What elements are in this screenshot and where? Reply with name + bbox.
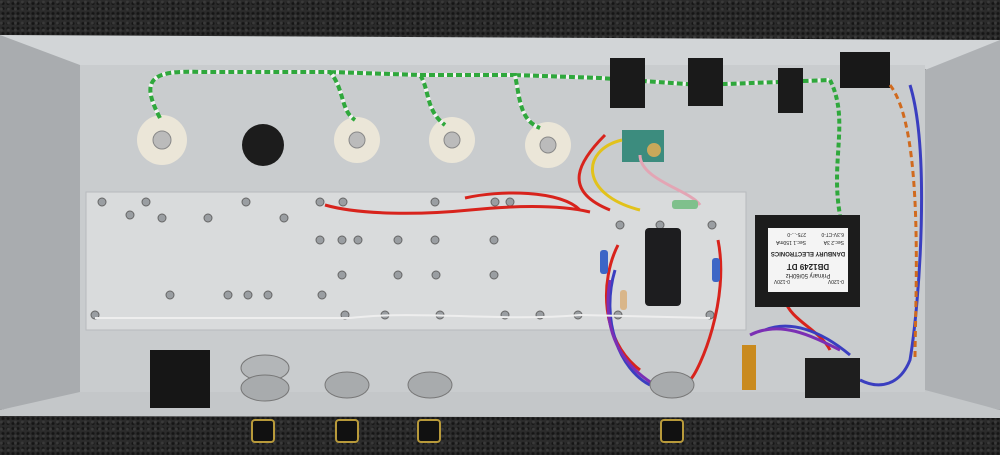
transformer-tap-right: 0-120V xyxy=(773,278,790,284)
transformer-sec1-label: Sec.1 150mA xyxy=(775,239,806,245)
input-jack xyxy=(688,58,723,106)
empty-socket-hole xyxy=(242,124,284,166)
ground-bus-wire xyxy=(95,313,711,319)
filter-capacitor xyxy=(645,228,681,306)
chassis-wall-top xyxy=(0,35,1000,70)
wire-purple xyxy=(606,279,841,387)
regulator-pot xyxy=(647,143,661,157)
tube-socket xyxy=(429,117,475,163)
transformer-brand-label: DANBURY ELECTRONICS xyxy=(771,250,845,256)
potentiometer xyxy=(407,371,453,399)
transformer-sec2-voltage: 6.3V-CT-0 xyxy=(821,231,844,237)
potentiometer xyxy=(324,371,370,399)
tube-socket xyxy=(525,122,571,168)
output-transformer xyxy=(805,358,860,398)
transformer-tap-left: 0-120V xyxy=(827,278,844,284)
turret-board xyxy=(85,191,747,331)
resistor xyxy=(620,290,627,310)
transformer-primary-label: Primary 50/60Hz xyxy=(786,272,831,278)
fuse-holder xyxy=(778,68,803,113)
iec-power-inlet xyxy=(840,52,890,88)
tube-socket xyxy=(137,115,187,165)
transformer-sec2-label: Sec.2 3A xyxy=(823,239,844,245)
resistor xyxy=(672,200,698,209)
turrets xyxy=(90,197,717,320)
control-shafts xyxy=(251,419,684,443)
transformer-sec1-voltage: 275-...-0 xyxy=(787,231,806,237)
resistor xyxy=(600,250,608,274)
pilot-lamp xyxy=(742,345,756,390)
heater-wire-green xyxy=(148,69,831,130)
input-jack xyxy=(610,58,645,108)
wire-yellow xyxy=(590,138,641,212)
tube-socket xyxy=(334,117,380,163)
chassis-wall-left xyxy=(0,35,80,410)
potentiometer xyxy=(240,354,290,402)
chassis-wall-right xyxy=(925,40,1000,410)
speaker-jacks xyxy=(150,350,210,408)
wire-orange xyxy=(888,84,918,361)
potentiometer xyxy=(649,371,695,399)
power-transformer: Primary 50/60Hz DB1249 DT 0-120V 0-120V … xyxy=(755,215,860,307)
transformer-model-label: DB1249 DT xyxy=(787,262,829,271)
resistor xyxy=(712,258,720,282)
heater-wire-white xyxy=(148,69,831,130)
